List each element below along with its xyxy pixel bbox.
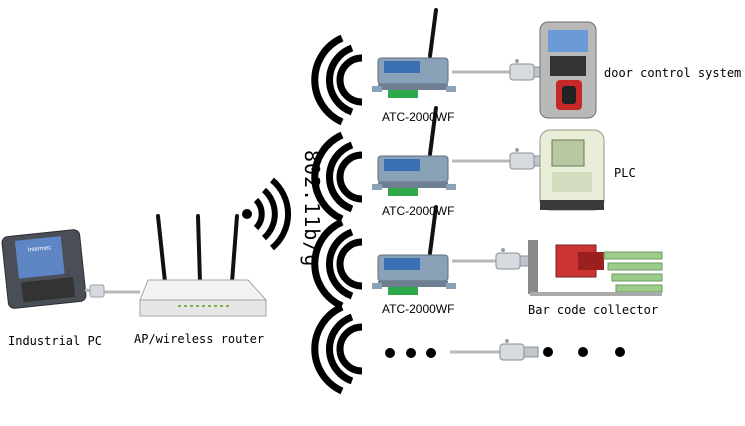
barcode-collector-image (528, 240, 663, 296)
barcode-collector-label: Bar code collector (528, 303, 659, 317)
atc-label-1: ATC-2000WF (382, 110, 455, 124)
plc-label: PLC (614, 166, 636, 180)
wifi-icon-1 (315, 38, 362, 122)
router-label: AP/wireless router (134, 332, 265, 346)
plc-image (539, 129, 605, 211)
atc-device-1 (370, 8, 458, 100)
more-devices-dots-right (543, 347, 625, 357)
industrial-pc-label: Industrial PC (8, 334, 102, 348)
atc-device-3 (370, 205, 458, 297)
more-devices-dots-left (385, 348, 436, 358)
wireless-standard-label: 802.11b/g (300, 150, 324, 268)
door-control-label: door control system (604, 66, 742, 80)
industrial-pc-image: Intermec (1, 229, 118, 309)
atc-label-2: ATC-2000WF (382, 204, 455, 218)
db9-connector-4 (499, 338, 539, 361)
router-wifi-icon (242, 177, 291, 251)
atc-label-3: ATC-2000WF (382, 302, 455, 316)
router-image (118, 214, 268, 317)
door-control-image (539, 21, 597, 119)
pc-brand: Intermec (28, 245, 52, 253)
wifi-icon-4 (315, 307, 362, 391)
